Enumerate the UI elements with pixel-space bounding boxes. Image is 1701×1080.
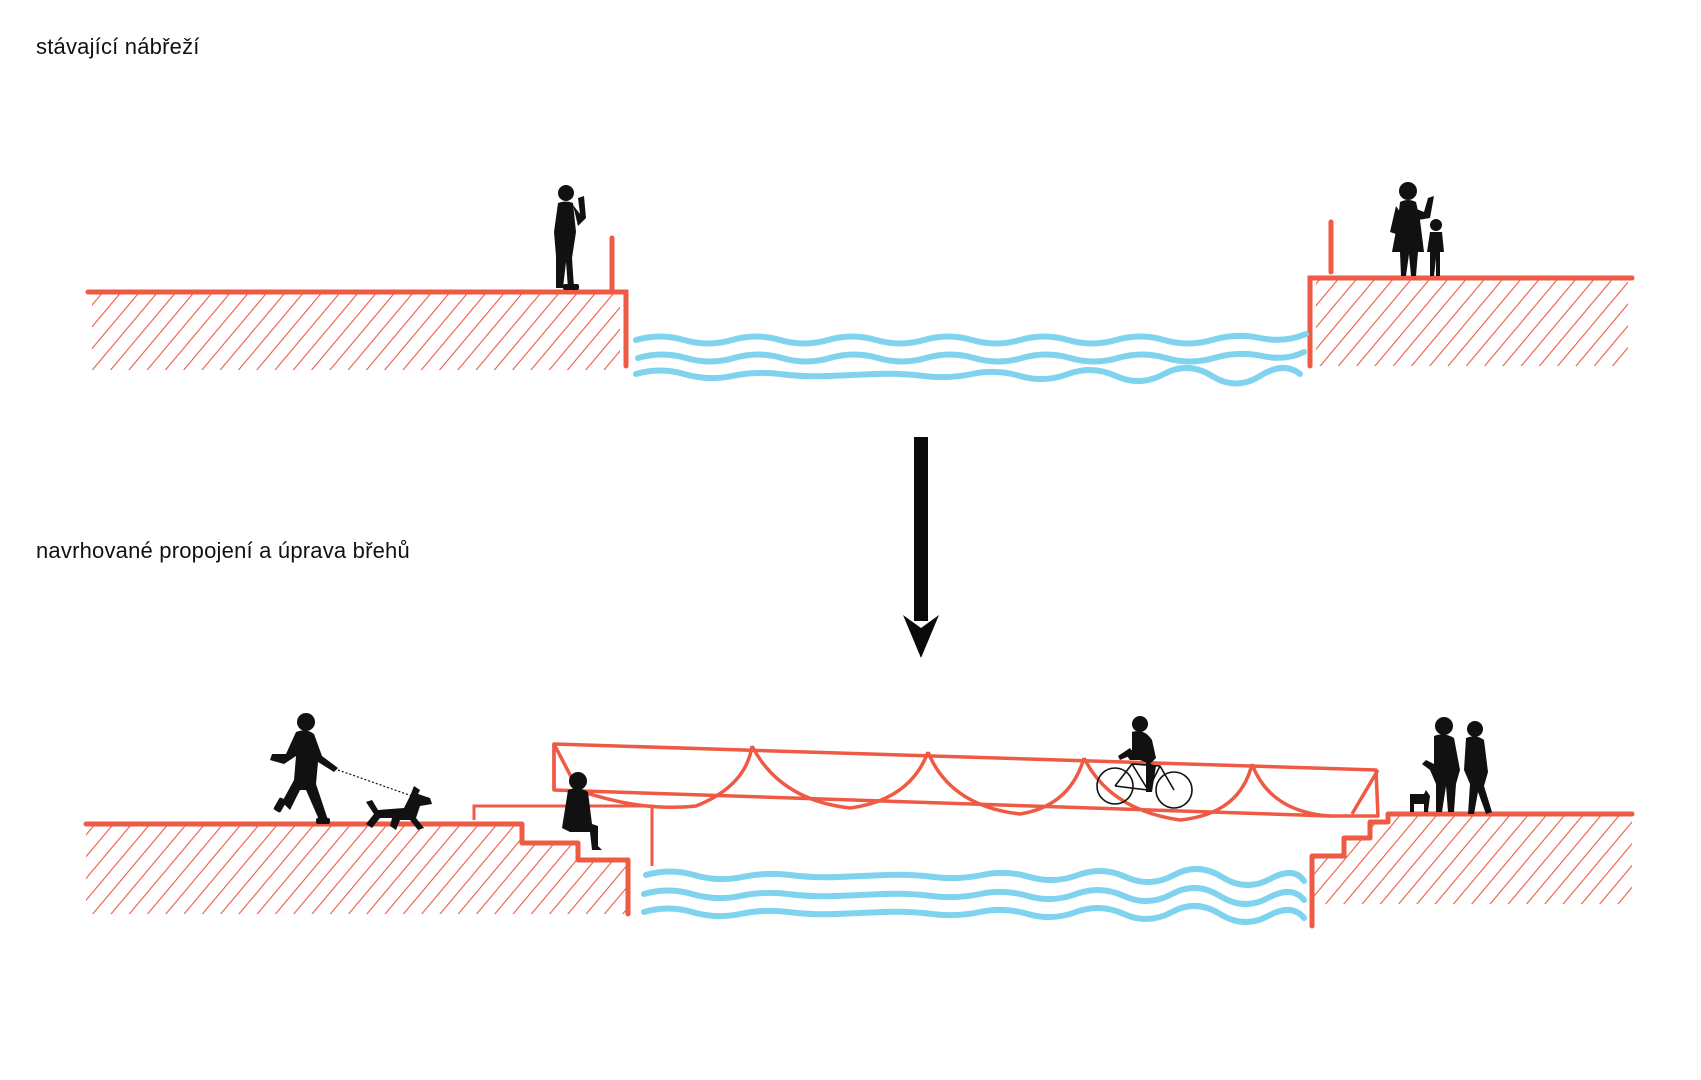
existing-section	[85, 182, 1635, 387]
walking-couple-icon	[1422, 717, 1492, 814]
jogger-icon	[270, 713, 338, 824]
cyclist-icon	[1096, 716, 1193, 809]
river-water-proposed	[641, 866, 1307, 925]
right-bank-existing	[1307, 219, 1635, 369]
section-title-proposed: navrhované propojení a úprava břehů	[36, 538, 410, 563]
proposed-section	[83, 713, 1635, 929]
dog-leash	[337, 769, 413, 797]
mother-child-icon	[1390, 182, 1444, 276]
footbridge	[552, 742, 1380, 822]
section-title-existing: stávající nábřeží	[36, 34, 200, 59]
dog-icon	[366, 786, 432, 830]
right-bank-proposed	[1309, 811, 1635, 929]
river-water-existing	[633, 331, 1309, 387]
person-waving-icon	[554, 185, 586, 290]
sitting-person-icon	[562, 772, 602, 850]
dog-on-bench-icon	[1410, 790, 1430, 812]
down-arrow-icon	[903, 437, 939, 658]
left-bank-proposed	[83, 804, 654, 917]
left-bank-existing	[85, 235, 629, 370]
